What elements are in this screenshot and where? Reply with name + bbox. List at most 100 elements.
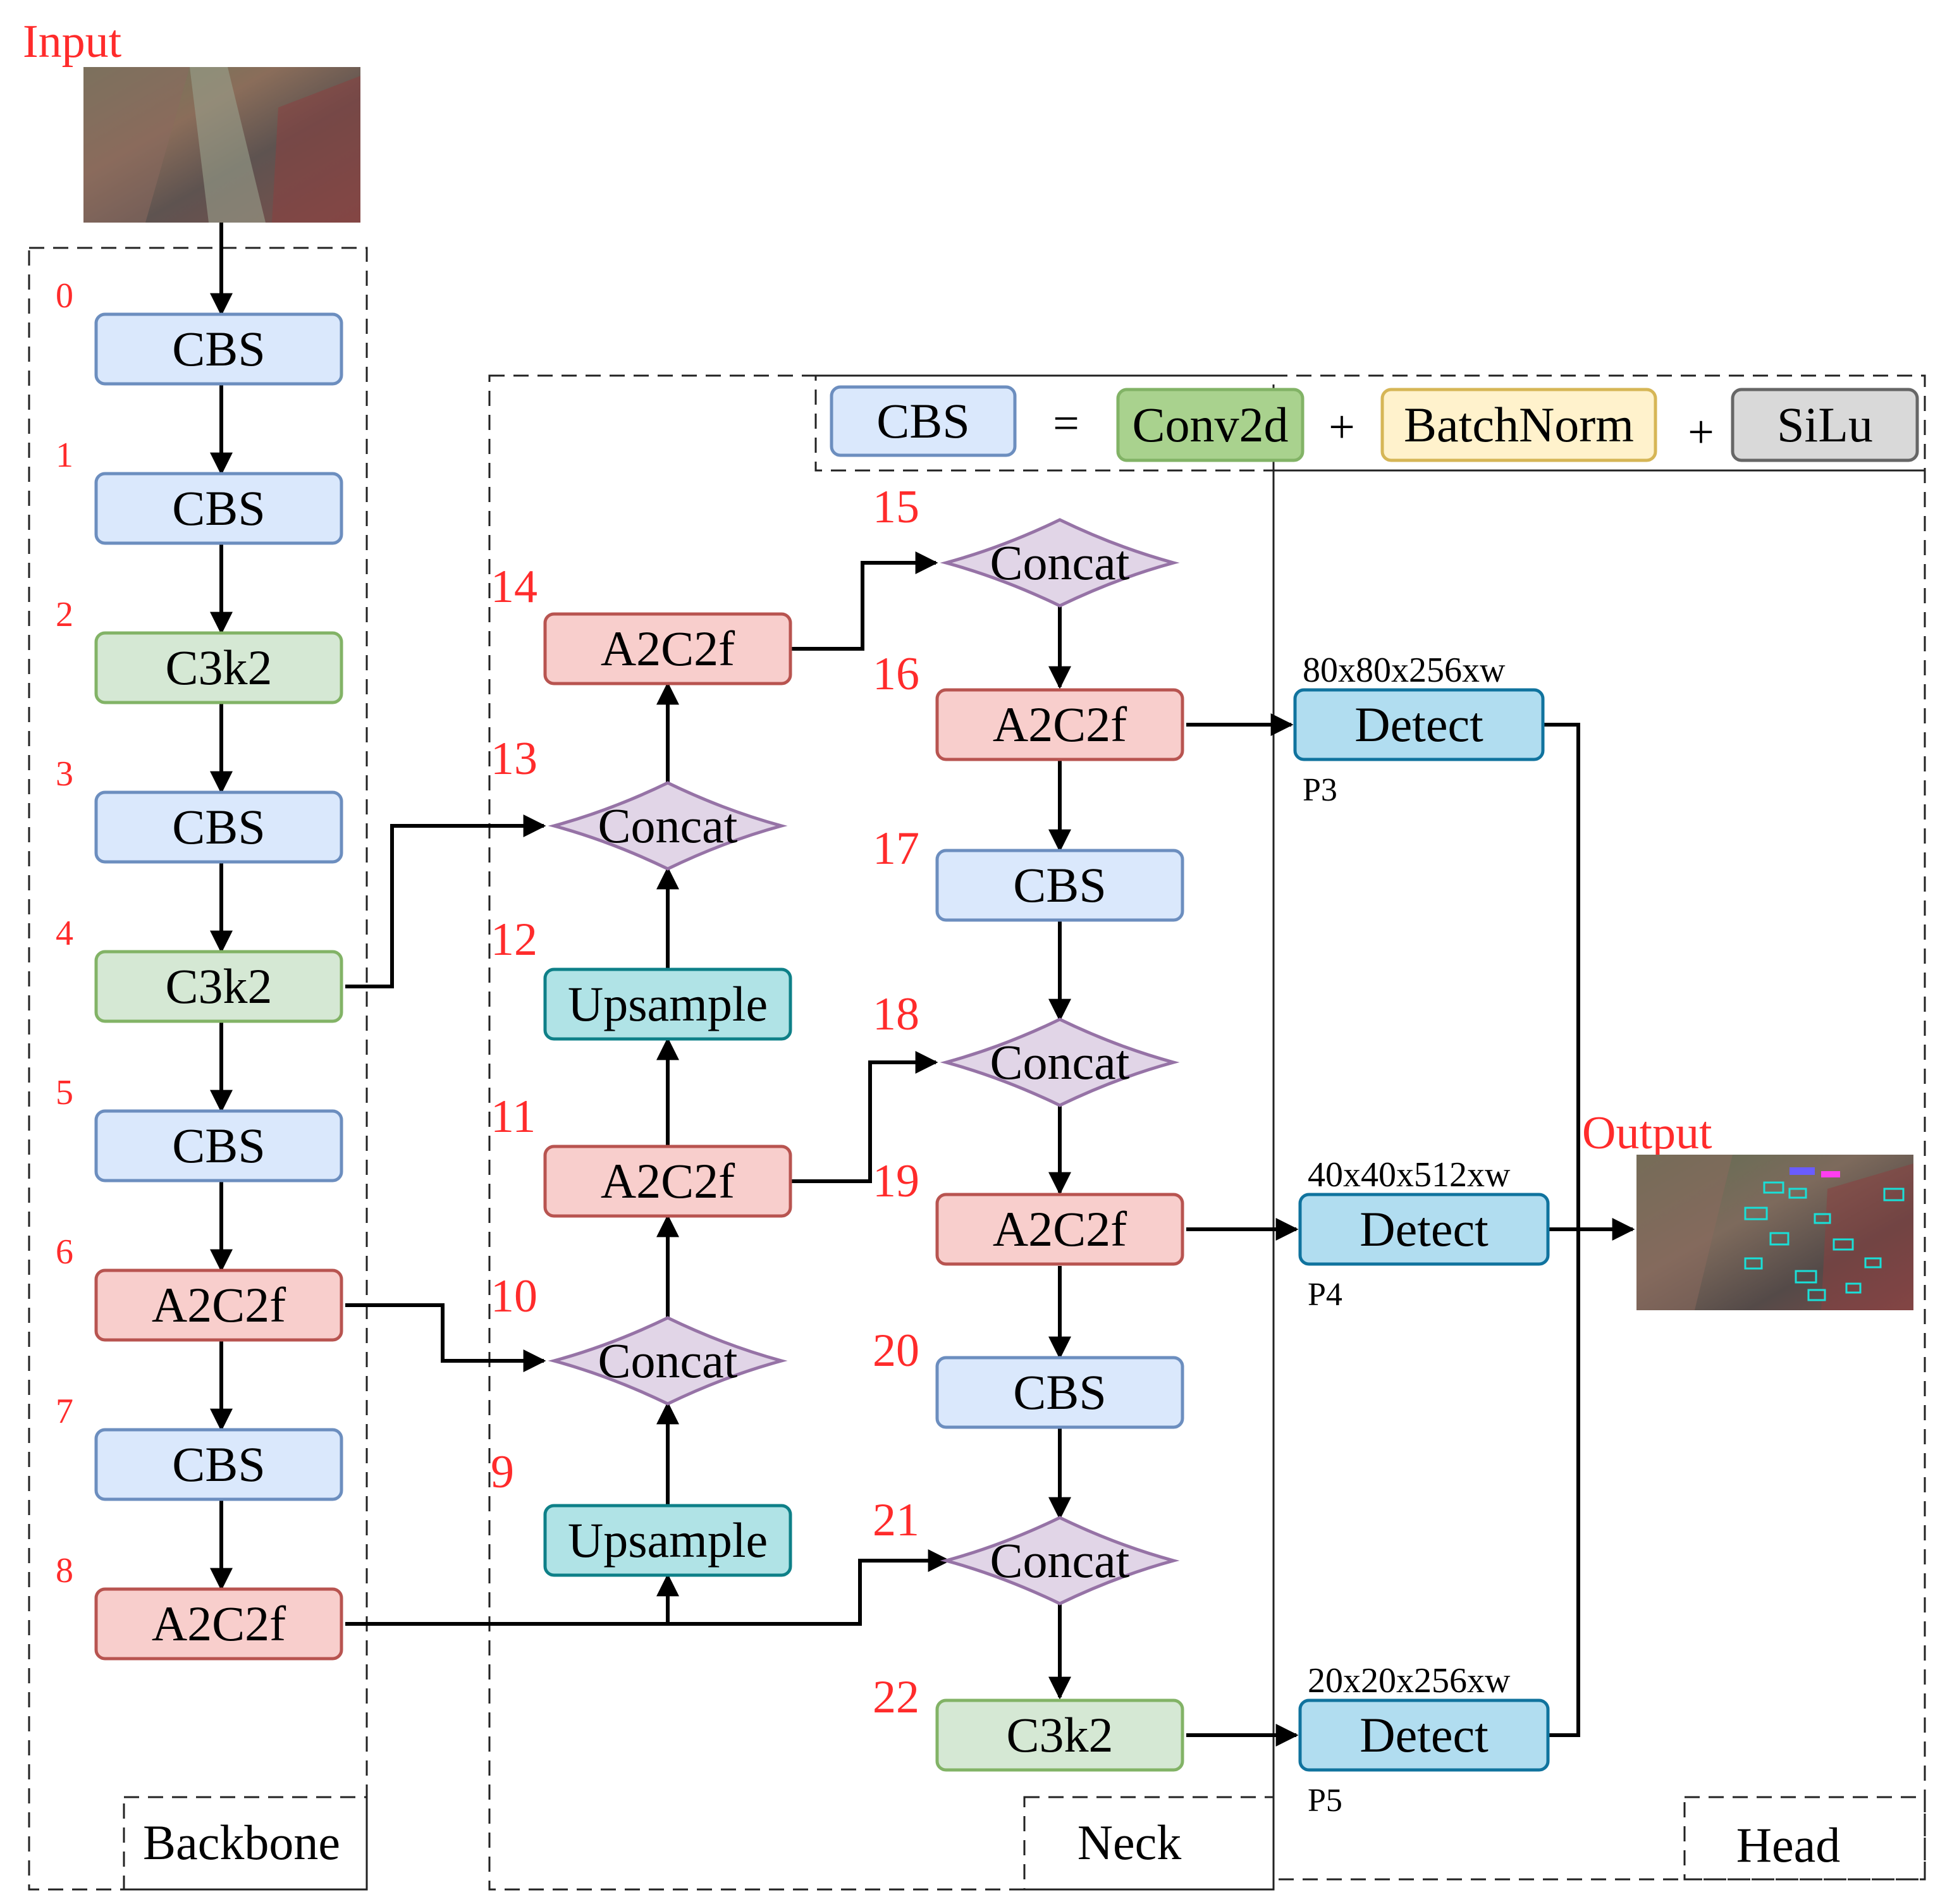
legend-conv2d-shape [1116,388,1305,462]
head-region [1272,469,1926,1881]
output-label: Output [1582,1107,1712,1159]
edge-14-15 [790,551,938,651]
neck-node-9: Upsample [543,1504,792,1577]
neck-node-22: C3k2 [935,1698,1184,1772]
neck-node-12: Upsample [543,967,792,1041]
backbone-node-1: CBS [94,472,343,545]
layer-index-0: 0 [56,276,73,316]
output-image [1636,1155,1913,1310]
edges [210,223,1635,1747]
detect-p5-shape [1298,1698,1550,1772]
detect-p3-label: Detect [1354,697,1483,752]
backbone-node-3-shape [94,790,343,864]
neck-node-20: CBS [935,1356,1184,1429]
backbone-node-8: A2C2f [94,1587,343,1661]
layer-index-11: 11 [491,1091,536,1143]
backbone-node-8-label: A2C2f [152,1596,286,1651]
legend-equals: = [1053,398,1079,450]
neck-node-14: A2C2f [543,612,792,685]
layer-index-19: 19 [873,1155,919,1207]
backbone-node-4-shape [94,950,343,1023]
backbone-node-7-label: CBS [172,1437,265,1492]
neck-node-21-label: Concat [990,1533,1130,1588]
detect-p4: Detect [1298,1193,1550,1266]
backbone-node-3-label: CBS [172,799,265,854]
neck-node-11-label: A2C2f [601,1153,735,1208]
edge-8-21 [668,1549,951,1626]
backbone-node-0-label: CBS [172,321,265,376]
detect-p4-level-label: P4 [1308,1277,1342,1313]
layer-index-9: 9 [491,1446,514,1498]
legend-batchnorm-label: BatchNorm [1404,397,1634,452]
neck-node-20-shape [935,1356,1184,1429]
backbone-node-6-label: A2C2f [152,1277,286,1332]
neck-node-22-label: C3k2 [1006,1707,1113,1762]
neck-node-10-label: Concat [598,1333,738,1388]
neck-node-12-shape [543,967,792,1041]
backbone-node-6-shape [94,1268,343,1342]
neck-node-17-shape [935,849,1184,922]
backbone-region [28,247,368,1891]
neck-node-20-label: CBS [1013,1365,1106,1420]
neck-node-18-label: Concat [990,1035,1130,1090]
layer-index-7: 7 [56,1392,73,1431]
backbone-node-8-shape [94,1587,343,1661]
backbone-node-2-label: C3k2 [165,640,272,695]
backbone-node-6: A2C2f [94,1268,343,1342]
detect-p4-shape [1298,1193,1550,1266]
neck-node-16-label: A2C2f [993,697,1127,752]
neck-node-12-label: Upsample [568,976,768,1031]
head-caption: Head [1736,1817,1841,1872]
layer-index-12: 12 [491,914,537,966]
neck-node-9-shape [543,1504,792,1577]
neck-node-13: Concat [548,781,788,871]
layer-index-17: 17 [873,823,919,875]
layer-index-21: 21 [873,1494,919,1546]
edge-8-9 [345,1573,679,1626]
neck-node-11-shape [543,1145,792,1218]
backbone-node-7-shape [94,1428,343,1501]
neck-node-15: Concat [940,518,1180,608]
neck-node-13-shape [548,781,788,871]
input-image [83,67,360,223]
neck-node-14-shape [543,612,792,685]
detect-p5-level-label: P5 [1308,1783,1342,1819]
legend-batchnorm: BatchNorm [1380,388,1657,462]
edge-p5-out [1547,1229,1580,1737]
legend-cbs: CBS [830,385,1017,457]
legend-cbs-label: CBS [876,393,969,448]
neck-node-11: A2C2f [543,1145,792,1218]
neck-node-18: Concat [940,1017,1180,1107]
legend-silu-shape [1731,388,1919,462]
backbone-node-3: CBS [94,790,343,864]
neck-node-21: Concat [940,1516,1180,1606]
input-label: Input [23,16,122,68]
backbone-node-4-label: C3k2 [165,959,272,1014]
neck-caption: Neck [1077,1815,1182,1870]
legend-silu-label: SiLu [1777,397,1873,452]
neck-node-16-shape [935,688,1184,761]
neck-caption-box [1023,1796,1275,1891]
neck-node-17: CBS [935,849,1184,922]
neck-node-15-shape [940,518,1180,608]
backbone-node-0-shape [94,312,343,386]
backbone-node-1-label: CBS [172,481,265,536]
detect-p5-label: Detect [1360,1707,1489,1762]
neck-node-18-shape [940,1017,1180,1107]
layer-index-2: 2 [56,595,73,634]
neck-node-9-label: Upsample [568,1513,768,1568]
detect-p5: Detect [1298,1698,1550,1772]
layer-index-15: 15 [873,481,919,533]
neck-node-10-shape [548,1316,788,1406]
layer-index-5: 5 [56,1073,73,1112]
layer-index-1: 1 [56,436,73,475]
backbone-node-2-shape [94,631,343,704]
legend-cbs-shape [830,385,1017,457]
layer-index-4: 4 [56,914,73,953]
neck-node-19-label: A2C2f [993,1201,1127,1256]
backbone-node-0: CBS [94,312,343,386]
backbone-caption: Backbone [143,1815,340,1870]
layer-index-22: 22 [873,1671,919,1723]
neck-node-17-label: CBS [1013,857,1106,912]
